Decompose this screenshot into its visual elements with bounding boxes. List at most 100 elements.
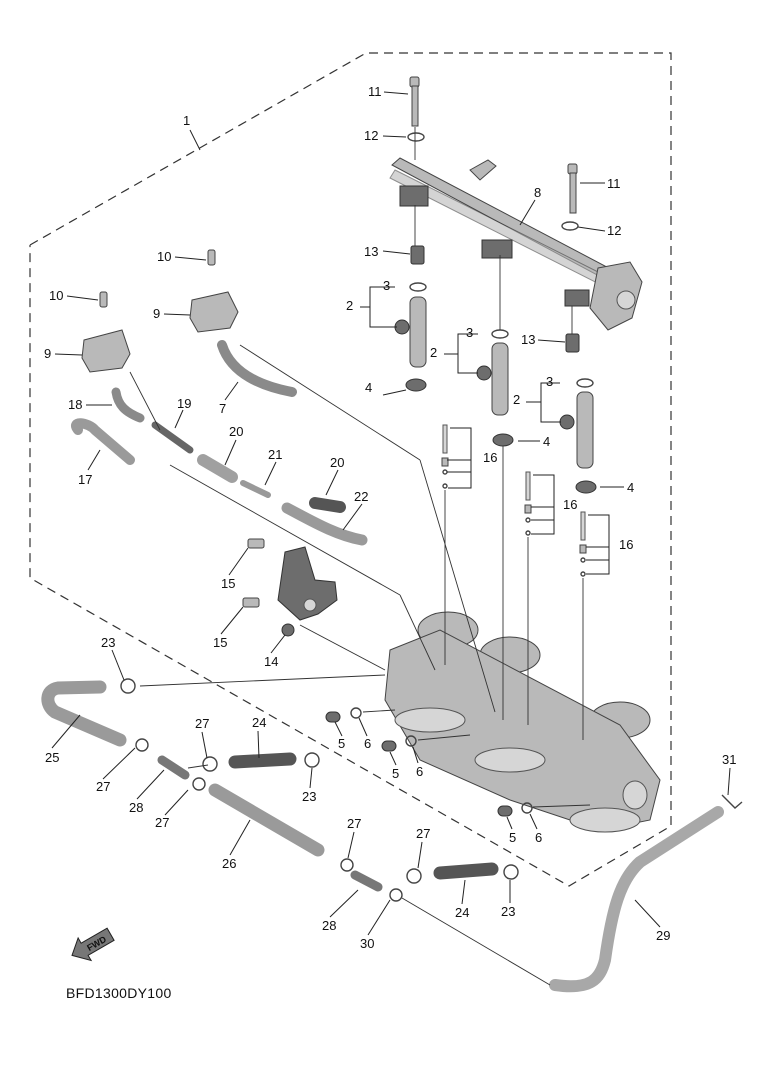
hose-18 (111, 387, 145, 423)
clamp-27d (340, 858, 354, 872)
clip-6a (350, 707, 362, 719)
callout-27: 27 (195, 716, 209, 731)
callout-2: 2 (430, 345, 437, 360)
callout-19: 19 (177, 396, 191, 411)
hose-17 (71, 418, 135, 465)
sensor-14 (277, 546, 338, 637)
callout-7: 7 (219, 401, 226, 416)
callout-16: 16 (619, 537, 633, 552)
callout-23: 23 (101, 635, 115, 650)
callout-10: 10 (49, 288, 63, 303)
hose-24b (433, 862, 499, 880)
callout-12: 12 (607, 223, 621, 238)
injector-2b (476, 329, 514, 447)
callout-21: 21 (268, 447, 282, 462)
clamp-23c (503, 864, 519, 880)
screw-set-16b (524, 471, 532, 536)
joint-19 (151, 421, 194, 454)
hose-25 (41, 680, 127, 747)
callout-1: 1 (183, 113, 190, 128)
callout-27: 27 (416, 826, 430, 841)
clamp-30 (389, 888, 403, 902)
callout-23: 23 (501, 904, 515, 919)
callout-3: 3 (383, 278, 390, 293)
callout-8: 8 (534, 185, 541, 200)
callout-5: 5 (338, 736, 345, 751)
callout-20: 20 (330, 455, 344, 470)
callout-29: 29 (656, 928, 670, 943)
callout-14: 14 (264, 654, 278, 669)
fuel-rail (389, 157, 643, 331)
pipe-20a (197, 454, 238, 483)
callout-4: 4 (543, 434, 550, 449)
callout-27: 27 (347, 816, 361, 831)
screw-15b (242, 597, 260, 608)
washer-12a (407, 132, 425, 142)
callout-18: 18 (68, 397, 82, 412)
hose-26 (208, 783, 325, 857)
callout-6: 6 (364, 736, 371, 751)
joint-28b (350, 870, 383, 892)
callout-3: 3 (466, 325, 473, 340)
callout-9: 9 (44, 346, 51, 361)
injector-2a (394, 282, 427, 392)
bolt-11b (567, 163, 578, 214)
clip-6c (521, 802, 533, 814)
callout-27: 27 (96, 779, 110, 794)
callout-16: 16 (563, 497, 577, 512)
callout-9: 9 (153, 306, 160, 321)
callout-22: 22 (354, 489, 368, 504)
screw-set-16c (579, 511, 587, 577)
clamp-27e (406, 868, 422, 884)
pipe-20b (309, 497, 346, 513)
injector-2c (559, 378, 597, 494)
callout-15: 15 (213, 635, 227, 650)
callout-6: 6 (535, 830, 542, 845)
callout-23: 23 (302, 789, 316, 804)
callout-25: 25 (45, 750, 59, 765)
callout-13: 13 (364, 244, 378, 259)
callout-15: 15 (221, 576, 235, 591)
washer-12b (561, 221, 579, 231)
sensor-9b (81, 291, 131, 373)
callout-11: 11 (368, 84, 382, 99)
diagram-code: BFD1300DY100 (66, 985, 172, 1001)
callout-12: 12 (364, 128, 378, 143)
callout-5: 5 (392, 766, 399, 781)
callout-4: 4 (627, 480, 634, 495)
callout-28: 28 (129, 800, 143, 815)
callout-6: 6 (416, 764, 423, 779)
screw-15a (247, 538, 265, 549)
joint-28a (157, 755, 190, 780)
callout-4: 4 (365, 380, 372, 395)
callout-24: 24 (455, 905, 469, 920)
leader-lines (51, 91, 731, 936)
callout-24: 24 (252, 715, 266, 730)
hose-22 (281, 502, 368, 546)
clamp-27b (202, 756, 218, 772)
callout-5: 5 (509, 830, 516, 845)
callout-27: 27 (155, 815, 169, 830)
callout-3: 3 (546, 374, 553, 389)
sensor-9a (189, 249, 239, 333)
cap-5b (381, 740, 397, 752)
collar-13b (565, 333, 580, 353)
hose-29 (549, 806, 724, 993)
hose-24a (228, 752, 297, 769)
clip-6b (405, 735, 417, 747)
callout-20: 20 (229, 424, 243, 439)
callout-26: 26 (222, 856, 236, 871)
guide-lines (129, 127, 591, 986)
bolt-11a (409, 76, 420, 127)
callout-13: 13 (521, 332, 535, 347)
collar-13a (410, 245, 425, 265)
fwd-arrow-icon: FWD (71, 927, 115, 962)
clamp-31 (721, 794, 743, 809)
callout-31: 31 (722, 752, 736, 767)
cap-5c (497, 805, 513, 817)
callout-2: 2 (513, 392, 520, 407)
cap-5a (325, 711, 341, 723)
clamp-27a (135, 738, 149, 752)
